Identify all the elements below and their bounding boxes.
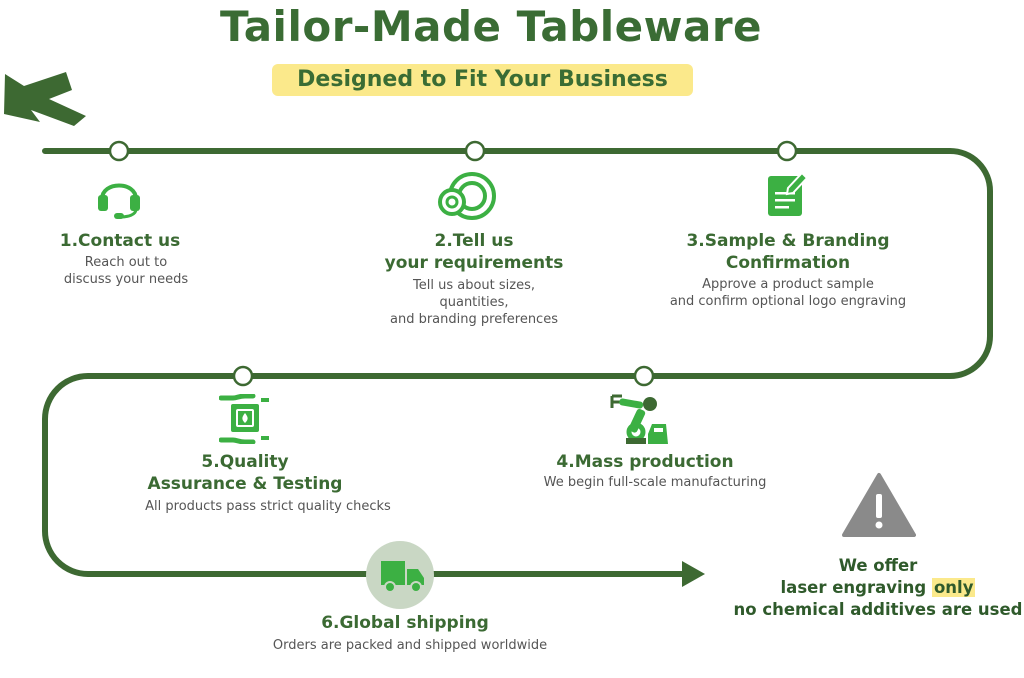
only-highlight: only <box>931 578 976 597</box>
step-2-marker <box>464 140 486 162</box>
step-4-title: 4.Mass production <box>556 452 734 472</box>
step-5-description: All products pass strict quality checks <box>145 499 391 514</box>
step-3-description: Approve a product sample and confirm opt… <box>669 277 907 309</box>
step-1-title: 1.Contact us <box>59 231 181 251</box>
step-2-title: 2.Tell us your requirements <box>384 231 564 273</box>
step-6-title: 6.Global shipping <box>321 613 489 633</box>
step-2-description: Tell us about sizes, quantities, and bra… <box>390 278 558 327</box>
step-1-marker <box>108 140 130 162</box>
engraving-note: We offer laser engraving only no chemica… <box>733 556 1023 619</box>
step-3-marker <box>776 140 798 162</box>
start-arrow-icon <box>4 72 86 126</box>
truck-icon <box>366 541 434 609</box>
quality-box-hands-icon <box>219 394 271 444</box>
step-5-marker <box>232 365 254 387</box>
robot-arm-icon <box>610 390 670 446</box>
page-title: Tailor-Made Tableware <box>219 2 763 51</box>
step-4-marker <box>633 365 655 387</box>
warning-icon <box>842 472 916 538</box>
headset-icon <box>96 171 142 219</box>
step-5-title: 5.Quality Assurance & Testing <box>147 452 343 494</box>
step-1-description: Reach out to discuss your needs <box>63 255 189 287</box>
page-subtitle: Designed to Fit Your Business <box>272 64 693 96</box>
step-3-title: 3.Sample & Branding Confirmation <box>686 231 890 273</box>
step-6-description: Orders are packed and shipped worldwide <box>272 638 548 653</box>
step-4-description: We begin full-scale manufacturing <box>543 475 767 490</box>
document-edit-icon <box>766 170 808 218</box>
plates-icon <box>438 172 500 220</box>
